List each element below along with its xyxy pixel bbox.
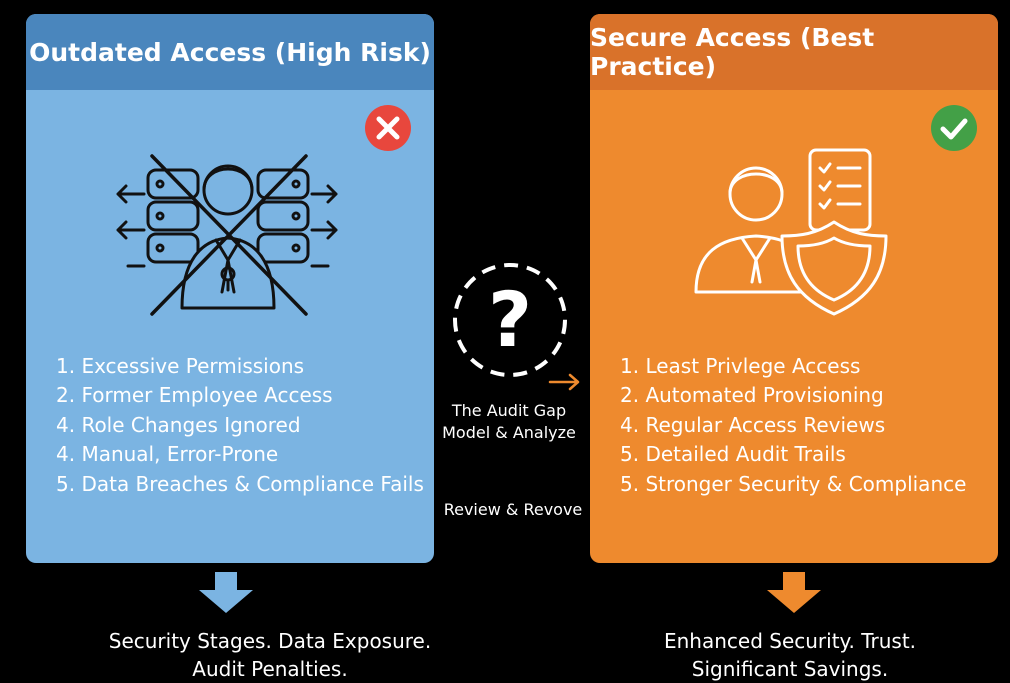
list-item: 4. Manual, Error-Prone — [56, 442, 279, 467]
down-arrow-left-icon — [199, 572, 253, 613]
check-icon — [931, 105, 977, 151]
list-item: 1. Least Privlege Access — [620, 354, 861, 378]
svg-text:?: ? — [488, 275, 532, 364]
secure-access-title: Secure Access (Best Practice) — [590, 14, 998, 90]
audit-gap-label: The Audit Gap Model & Analyze — [438, 400, 580, 444]
list-item: 4. Regular Access Reviews — [620, 412, 886, 437]
list-item: 5. Stronger Security & Compliance — [620, 471, 967, 496]
audit-gap-subtitle: Model & Analyze — [442, 423, 576, 442]
secure-access-panel: Secure Access (Best Practice) 1. Least P… — [590, 14, 998, 563]
arrow-right-icon — [548, 373, 580, 391]
cross-icon — [365, 105, 411, 151]
list-item: 5. Data Breaches & Compliance Fails — [56, 471, 424, 496]
blocked-user-servers-icon — [116, 154, 338, 316]
list-item: 4. Role Changes Ignored — [56, 412, 301, 437]
outdated-access-panel: Outdated Access (High Risk) 1. — [26, 14, 434, 563]
down-arrow-right-icon — [767, 572, 821, 613]
outdated-access-list: 1. Excessive Permissions 2. Former Emplo… — [56, 352, 424, 499]
secure-outcome: Enhanced Security. Trust. Significant Sa… — [663, 629, 917, 681]
list-item: 5. Detailed Audit Trails — [620, 442, 846, 467]
audit-gap-title: The Audit Gap — [451, 401, 567, 420]
user-checklist-shield-icon — [694, 148, 888, 316]
outdated-outcome: Security Stages. Data Exposure. Audit Pe… — [108, 629, 432, 681]
question-mark-icon: ? — [453, 263, 567, 377]
review-action-label: Review & Revove — [443, 500, 583, 519]
outdated-access-title: Outdated Access (High Risk) — [26, 14, 434, 90]
secure-access-list: 1. Least Privlege Access 2. Automated Pr… — [620, 352, 966, 499]
list-item: 1. Excessive Permissions — [56, 354, 305, 378]
list-item: 2. Automated Provisioning — [620, 383, 884, 408]
list-item: 2. Former Employee Access — [56, 383, 333, 408]
